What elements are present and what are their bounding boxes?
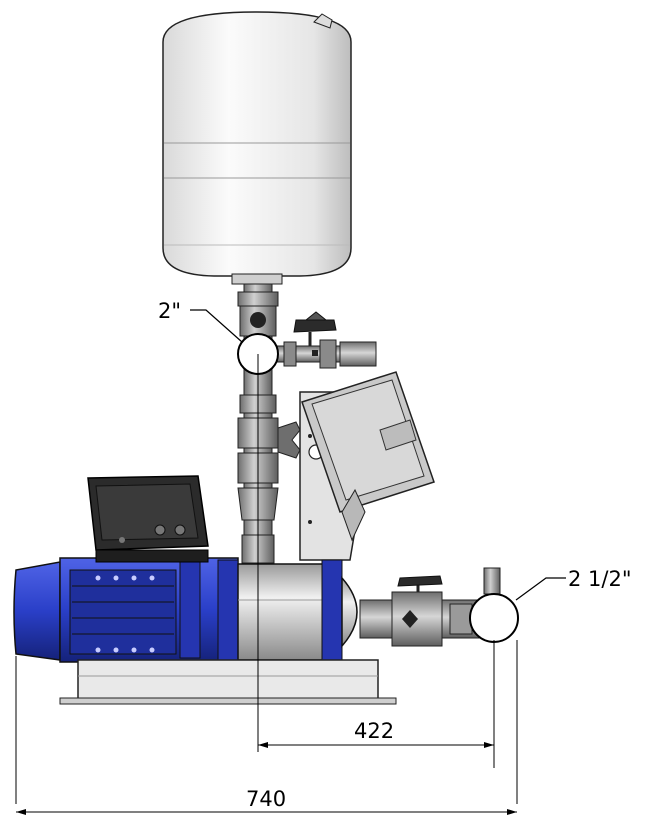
inner-dimension: 422	[257, 354, 495, 768]
vertical-pipe-assembly	[237, 283, 301, 564]
upper-connection-callout: 2"	[158, 299, 181, 323]
inner-dimension-label: 422	[354, 719, 394, 743]
lower-connection-leader	[515, 577, 566, 601]
overall-dimension-label: 740	[246, 787, 286, 811]
lower-connection-callout: 2 1/2"	[568, 567, 632, 591]
controller-box	[87, 475, 209, 563]
baseplate	[59, 659, 397, 705]
control-panel-bracket	[299, 371, 435, 561]
pump-motor	[13, 557, 239, 663]
upper-connection-leader	[190, 309, 243, 343]
lower-connection-marker	[469, 593, 519, 643]
pressure-tank	[162, 11, 352, 285]
overall-dimension: 740	[15, 640, 518, 815]
pump-body	[237, 559, 358, 663]
branch-valve-assembly	[275, 311, 377, 369]
